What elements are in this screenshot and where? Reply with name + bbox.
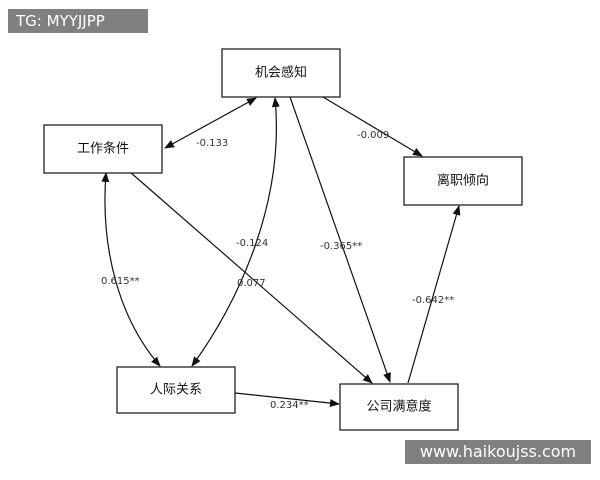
label-opportunity-turnover: -0.009 — [357, 130, 389, 141]
edge-satisfaction-turnover — [407, 205, 461, 384]
watermark-top-left: TG: MYYJJPP — [8, 9, 148, 33]
watermark-bottom-right: www.haikoujss.com — [405, 440, 591, 464]
edge-opportunity-relationships — [191, 97, 280, 367]
node-relationships-label: 人际关系 — [150, 383, 202, 398]
label-work-satisfaction: 0.077 — [237, 278, 266, 289]
label-opportunity-satisfaction: -0.365** — [320, 241, 362, 252]
label-work-opportunity: -0.133 — [196, 138, 228, 149]
edge-work-relationships — [101, 172, 161, 367]
node-opportunity-label: 机会感知 — [255, 65, 307, 81]
node-turnover-label: 离职倾向 — [437, 173, 489, 189]
edge-opportunity-satisfaction — [289, 96, 391, 383]
label-satisfaction-turnover: -0.642** — [412, 295, 454, 306]
label-opportunity-relationships: -0.124 — [236, 238, 268, 249]
label-work-relationships: 0.615** — [101, 276, 140, 287]
node-work-conditions-label: 工作条件 — [77, 141, 129, 157]
node-work-conditions: 工作条件 — [43, 124, 163, 174]
node-relationships: 人际关系 — [116, 366, 236, 414]
node-satisfaction: 公司满意度 — [339, 383, 459, 431]
edge-opportunity-turnover — [322, 96, 423, 157]
node-satisfaction-label: 公司满意度 — [366, 399, 431, 415]
node-opportunity: 机会感知 — [221, 48, 341, 98]
edge-relationships-satisfaction — [234, 392, 340, 408]
node-turnover: 离职倾向 — [403, 156, 523, 206]
edge-work-satisfaction — [129, 171, 373, 384]
label-relationships-satisfaction: 0.234** — [270, 400, 309, 411]
